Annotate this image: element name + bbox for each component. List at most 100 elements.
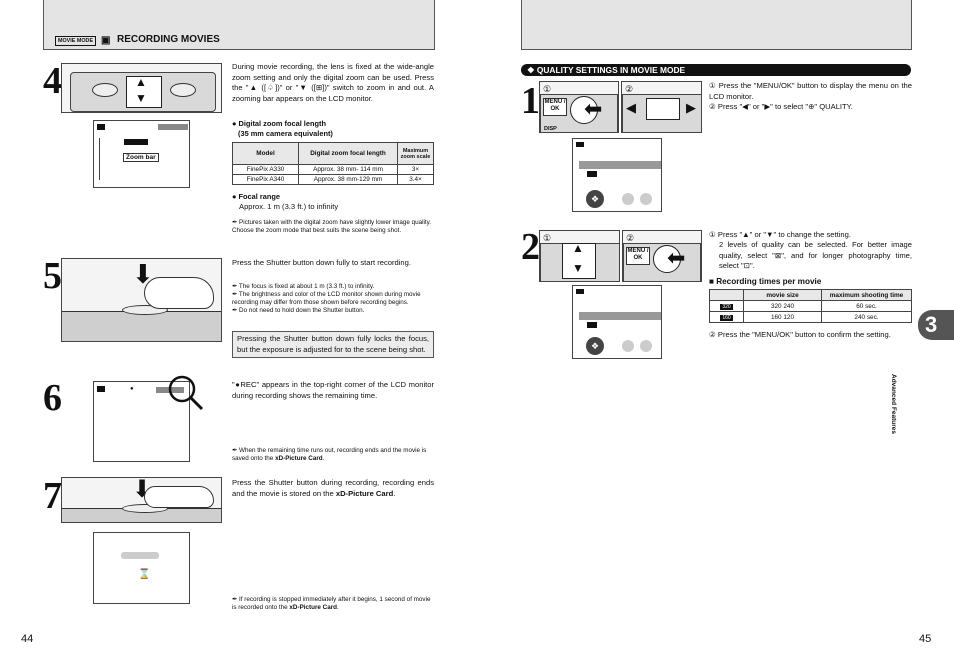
section-title: RECORDING MOVIES [117,34,220,45]
note-line: ✒ The focus is fixed at about 1 m (3.3 f… [232,283,375,290]
step1-lcd-screen: ❖ [572,138,662,212]
finger [144,277,214,309]
up-arrow-icon: ▲ [572,241,584,255]
step-number-5: 5 [43,255,62,297]
step-number-4: 4 [43,60,62,102]
hourglass-icon: ⌛ [138,569,151,580]
note-icon: ✒ [232,596,240,603]
menu-quality-row [579,161,661,169]
finger [144,486,214,508]
column-header: Maximum zoom scale [397,142,434,165]
movie-camera-icon: ▣ [101,35,111,46]
section-heading-bar: ❖ QUALITY SETTINGS IN MOVIE MODE [521,64,911,76]
table-cell: 160 120 [743,311,822,323]
side-label: Advanced Features [890,374,897,434]
rec-indicator: ● [130,386,134,392]
menu-quality-row [579,312,661,320]
table-cell: Approx. 38 mm-129 mm [298,174,398,185]
table-row: 160 160 120 240 sec. [709,311,912,323]
zoom-switch [126,76,162,108]
menu-ok-button [653,245,681,273]
left-header-band [43,0,435,50]
column-header: maximum shooting time [821,289,912,301]
column-header [709,289,744,301]
movie-mode-icon [97,124,105,130]
right-header-band [521,0,912,50]
quality-menu-icon: ❖ [586,190,604,208]
step2-lcd-screen: ❖ [572,285,662,359]
step1-cross-key-figure: ② ◀ ▶ [621,81,702,133]
quality-icon-cell: 160 [709,311,744,323]
camera-top [62,311,221,341]
press-left-arrow-icon: ⬅ [667,245,686,270]
movie-mode-icon [576,142,584,147]
note-icon: ✒ [232,447,240,454]
menu-ok-label: MENU / OK [543,98,567,116]
step-number-6: 6 [43,377,62,419]
quality-icon: ❖ [527,65,535,75]
shutter-button [122,305,168,315]
table-cell: FinePix A340 [232,174,299,185]
menu-icon [640,193,652,205]
zoom-bar-label: Zoom bar [123,153,159,162]
note-icon: ✒ [232,283,239,290]
step-number-1: 1 [521,80,540,122]
step2-line1b: 2 levels of quality can be selected. For… [719,240,912,271]
circled-2: ② [625,84,634,94]
down-arrow-icon: ▼ [572,261,584,275]
step-number-2: 2 [521,226,540,268]
note-icon: ✒ [232,219,240,226]
step4-text: During movie recording, the lens is fixe… [232,62,434,103]
menu-icon [640,340,652,352]
table-row: 320 320 240 60 sec. [709,300,912,312]
disp-label: DISP [544,126,557,132]
zoom-bar-leader [99,138,100,180]
step2-menu-button-figure: ② MENU / OK ⬅ [622,230,702,282]
digital-zoom-table: Model Digital zoom focal length Maximum … [232,142,434,185]
quality-menu-icon: ❖ [586,337,604,355]
circled-1: ① [543,84,552,94]
table-header-row: Model Digital zoom focal length Maximum … [232,142,434,165]
cross-key [562,243,596,279]
step1-line2: ② Press "◀" or "▶" to select "⊕" QUALITY… [709,102,853,111]
table-cell: 3× [397,164,434,175]
circled-2: ② [626,233,635,243]
quality-icon-cell: 320 [709,300,744,312]
step2-line1: ① Press "▲" or "▼" to change the setting… [709,230,851,239]
step2-cross-key-figure: ① ▲ ▼ [539,230,620,282]
step7-note: ✒ If recording is stopped immediately af… [232,596,431,611]
step6-text: "●REC" appears in the top-right corner o… [232,380,434,400]
step1-line1: ① Press the "MENU/OK" button to display … [709,81,912,101]
mode-badge: MOVIE MODE [55,36,97,46]
step5-notes: ✒ The focus is fixed at about 1 m (3.3 f… [232,283,434,315]
section-heading-text: QUALITY SETTINGS IN MOVIE MODE [536,65,686,75]
right-dial [170,83,196,97]
menu-quality-option [587,171,597,177]
step4-note: ✒ Pictures taken with the digital zoom h… [232,219,432,234]
step5-shutter-figure: ⬇ [61,258,222,342]
zoom-down-arrow-icon: ▼ [135,91,147,105]
digital-zoom-heading: ● Digital zoom focal length [232,119,326,128]
step6-note: ✒ When the remaining time runs out, reco… [232,447,427,462]
zoom-bar [124,139,148,145]
table-cell: FinePix A330 [232,164,299,175]
left-dial [92,83,118,97]
column-header: Digital zoom focal length [298,142,398,165]
focal-range-value: Approx. 1 m (3.3 ft.) to infinity [239,202,339,211]
table-row: FinePix A340 Approx. 38 mm-129 mm 3.4× [232,174,434,185]
rec-time-box [158,124,188,130]
table-cell: 240 sec. [821,311,912,323]
chapter-tab: 3 [918,310,954,340]
saving-bar [121,552,159,559]
column-header: Model [232,142,299,165]
circled-1: ① [543,233,552,243]
movie-mode-icon [576,289,584,294]
step7-text: Press the Shutter button during recordin… [232,478,434,498]
cross-key [646,98,680,120]
focal-range-heading: ● Focal range [232,192,280,201]
table-header-row: movie size maximum shooting time [709,289,912,301]
step1-menu-button-figure: ① MENU / OK ⬅ DISP [539,81,619,133]
step-number-7: 7 [43,475,62,517]
movie-mode-icon [97,386,105,392]
menu-icon [622,340,634,352]
